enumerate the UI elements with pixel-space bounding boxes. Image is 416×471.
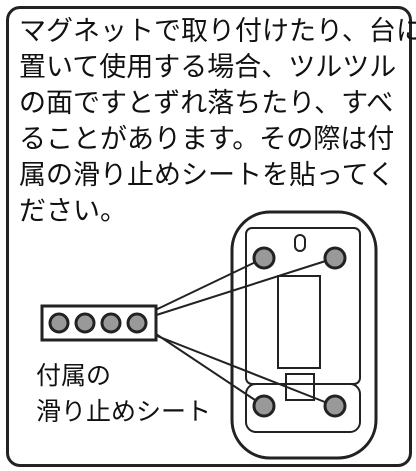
device-pad <box>252 394 276 418</box>
sheet-caption: 付属の 滑り止めシート <box>36 358 211 430</box>
caption-line: 滑り止めシート <box>36 397 212 426</box>
anti-slip-sheet-icon <box>40 304 158 342</box>
caption-line: 付属の <box>36 361 112 390</box>
pad-dot <box>74 312 96 334</box>
instruction-line: マグネットで取り付けたり、台に <box>19 16 416 47</box>
pad-dot <box>126 312 148 334</box>
instruction-line: 置いて使用する場合、ツルツル <box>19 52 397 83</box>
instruction-line: 属の滑り止めシートを貼ってく <box>19 160 395 191</box>
leader-lines <box>146 257 336 407</box>
instruction-line: ることがあります。その際は付 <box>19 124 395 155</box>
instruction-line: ださい。 <box>19 196 127 227</box>
instruction-line: の面ですとずれ落ちたり、すべ <box>19 88 394 119</box>
pad-dot <box>100 312 122 334</box>
device-pad <box>323 246 347 270</box>
remote-device-back-icon <box>230 210 378 460</box>
device-pads <box>252 246 347 418</box>
pad-dot <box>48 312 70 334</box>
instruction-text: マグネットで取り付けたり、台に 置いて使用する場合、ツルツル の面ですとずれ落ち… <box>19 14 416 230</box>
device-pad <box>323 394 347 418</box>
hanging-hole-icon <box>294 234 306 252</box>
device-pad <box>252 246 276 270</box>
